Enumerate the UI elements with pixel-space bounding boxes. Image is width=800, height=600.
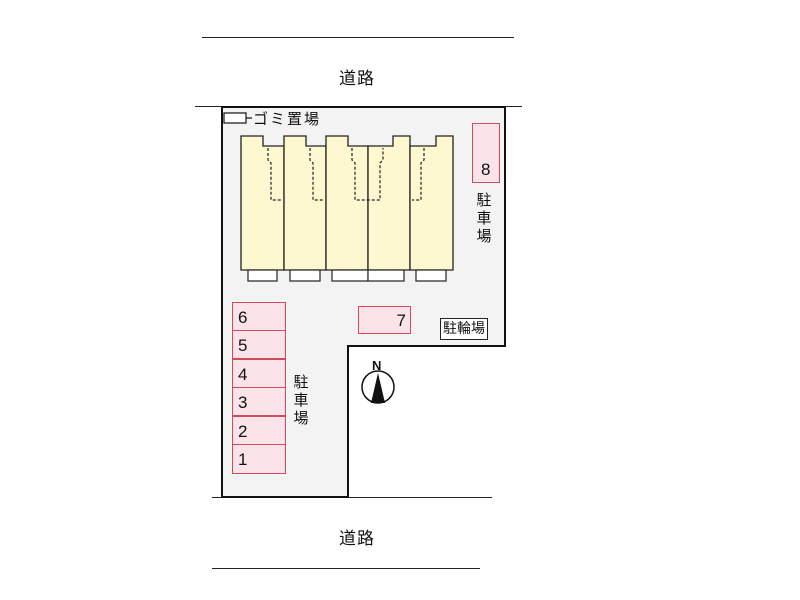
parking-slot-2: 2 (232, 416, 286, 445)
road-top-edge (202, 37, 514, 38)
parking-label-left: 駐 車 場 (293, 373, 309, 427)
compass-icon: N (361, 358, 395, 404)
parking-slot-8: 8 (472, 123, 500, 183)
parking-slot-1: 1 (232, 444, 286, 474)
svg-text:N: N (372, 358, 381, 373)
road-bottom-edge (212, 568, 480, 569)
parking-slot-3: 3 (232, 387, 286, 416)
parking-label-right: 駐 車 場 (476, 191, 492, 245)
parking-slot-4: 4 (232, 359, 286, 388)
road-top-label: 道路 (339, 69, 375, 89)
bicycle-parking-label: 駐輪場 (440, 318, 488, 340)
road-bottom-lot-edge (212, 497, 492, 498)
parking-slot-5: 5 (232, 330, 286, 359)
parking-slot-6: 6 (232, 302, 286, 331)
garbage-area-label: ゴミ置場 (253, 110, 322, 128)
parking-slot-7: 7 (358, 306, 411, 334)
road-bottom-label: 道路 (339, 529, 375, 549)
building (240, 135, 454, 271)
garbage-box (223, 112, 247, 124)
